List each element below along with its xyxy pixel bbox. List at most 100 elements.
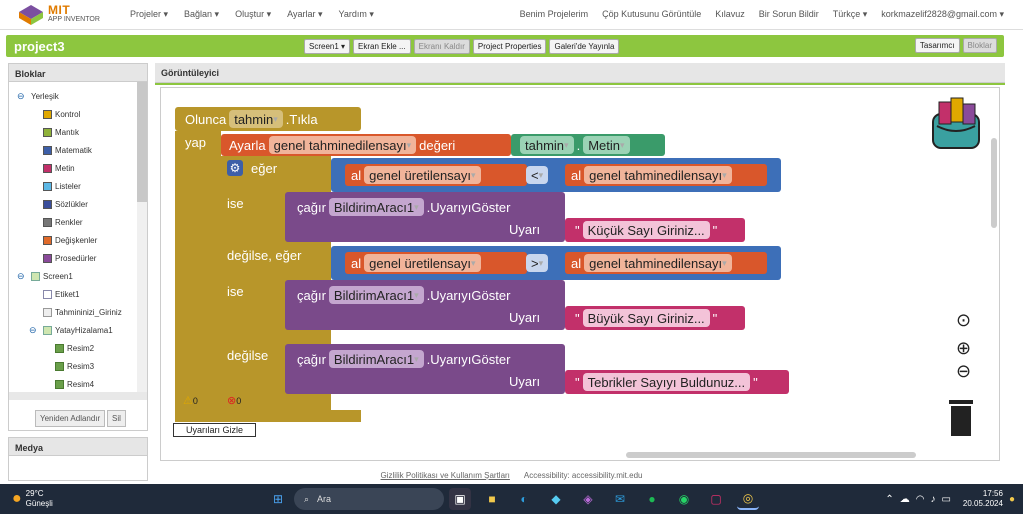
tree-screen1[interactable]: Screen1 [43, 271, 73, 281]
zoom-out-icon[interactable]: ⊖ [956, 361, 972, 381]
get-generated-dropdown[interactable]: genel üretilensayı [364, 254, 481, 272]
volume-icon[interactable]: ♪ [930, 493, 936, 505]
get-guessed-dropdown[interactable]: genel tahminedilensayı [584, 254, 732, 272]
windows-start-icon[interactable]: ⊞ [272, 492, 284, 506]
instagram-icon[interactable]: ▢ [710, 492, 722, 506]
privacy-link[interactable]: Gizlilik Politikası ve Kullanım Şartları [380, 470, 510, 480]
task-view-icon[interactable]: ▣ [449, 488, 471, 510]
get-generated-block-2[interactable]: al genel üretilensayı [345, 252, 527, 274]
category-colors[interactable]: Renkler [55, 217, 83, 227]
copilot-icon[interactable]: ◈ [583, 492, 593, 506]
get-generated-block-1[interactable]: al genel üretilensayı [345, 164, 527, 186]
blocks-button[interactable]: Bloklar [962, 38, 997, 53]
battery-icon[interactable]: ▭ [941, 493, 951, 505]
tree-etiket1[interactable]: Etiket1 [55, 289, 80, 299]
menu-projects[interactable]: Projeler ▾ [130, 9, 169, 19]
builtin-group[interactable]: Yerleşik [31, 91, 59, 101]
text-value-3[interactable]: Tebrikler Sayıyı Buldunuz... [582, 373, 751, 391]
report-issue-link[interactable]: Bir Sorun Bildir [758, 9, 819, 19]
category-variables[interactable]: Değişkenler [55, 235, 98, 245]
language-select[interactable]: Türkçe ▾ [832, 9, 868, 19]
tree-scrollbar[interactable] [137, 82, 147, 202]
project-properties-button[interactable]: Project Properties [472, 38, 547, 54]
category-procedures[interactable]: Prosedürler [55, 253, 97, 263]
tray-chevron-icon[interactable]: ⌃ [885, 493, 894, 505]
tree-horizontal-arrangement[interactable]: YatayHizalama1 [55, 325, 113, 335]
menu-help[interactable]: Yardım ▾ [338, 9, 374, 19]
rename-button[interactable]: Yeniden Adlandır [35, 410, 106, 427]
center-target-icon[interactable]: ⊙ [956, 310, 972, 330]
my-projects-link[interactable]: Benim Projelerim [519, 9, 589, 19]
trash-icon[interactable] [948, 399, 974, 440]
zoom-in-icon[interactable]: ⊕ [956, 338, 972, 358]
spotify-icon[interactable]: ● [648, 492, 656, 506]
notification-icon[interactable]: ● [1008, 493, 1015, 505]
text-value-1[interactable]: Küçük Sayı Giriniz... [582, 221, 710, 239]
workspace-hscrollbar[interactable] [626, 452, 916, 458]
get-guessed-block-1[interactable]: al genel tahminedilensayı [565, 164, 767, 186]
event-component-dropdown[interactable]: tahmin [229, 110, 283, 128]
category-text[interactable]: Metin [55, 163, 75, 173]
lt-operator-dropdown[interactable]: < [526, 166, 549, 184]
category-dictionaries[interactable]: Sözlükler [55, 199, 88, 209]
gear-icon[interactable]: ⚙ [227, 160, 243, 176]
collapse-icon[interactable]: ⊖ [17, 90, 25, 101]
category-math[interactable]: Matematik [55, 145, 92, 155]
app-icon[interactable]: ◆ [551, 492, 561, 506]
text-block-1[interactable]: "Küçük Sayı Giriniz..." [565, 218, 745, 242]
text-value-2[interactable]: Büyük Sayı Giriniz... [582, 309, 710, 327]
set-var-dropdown[interactable]: genel tahminedilensayı [268, 136, 417, 154]
menu-connect[interactable]: Bağlan ▾ [184, 9, 220, 19]
wifi-icon[interactable]: ◠ [915, 493, 925, 505]
text-block-3[interactable]: "Tebrikler Sayıyı Buldunuz..." [565, 370, 789, 394]
tree-resim2[interactable]: Resim2 [67, 343, 95, 353]
add-screen-button[interactable]: Ekran Ekle ... [353, 38, 411, 54]
workspace-vscrollbar[interactable] [991, 138, 997, 228]
error-indicator[interactable]: ⊗0 [227, 394, 241, 407]
remove-screen-button[interactable]: Ekranı Kaldır [413, 38, 470, 54]
backpack-icon[interactable] [927, 96, 985, 155]
gt-operator-dropdown[interactable]: > [526, 254, 549, 272]
menu-build[interactable]: Oluştur ▾ [235, 9, 272, 19]
blocks-workspace[interactable]: Olunca tahmin .Tıkla yap Ayarla genel ta… [160, 87, 1000, 461]
screen-select[interactable]: Screen1 ▾ [304, 38, 351, 54]
edge-icon[interactable]: ◐ [520, 492, 528, 506]
tree-resim3[interactable]: Resim3 [67, 361, 95, 371]
tree-textbox[interactable]: Tahmininizi_Giriniz [55, 307, 122, 317]
mail-icon[interactable]: ✉ [614, 492, 626, 506]
tree-hscrollbar[interactable] [9, 392, 147, 400]
publish-gallery-button[interactable]: Galeri'de Yayınla [549, 38, 620, 54]
accessibility-link[interactable]: Accessibility: accessibility.mit.edu [523, 470, 643, 480]
getter-prop-dropdown[interactable]: Metin [583, 136, 630, 154]
warning-indicator[interactable]: ⚠0 [183, 394, 198, 407]
designer-button[interactable]: Tasarımcı [914, 38, 960, 53]
taskbar-search[interactable]: ⌕Ara [294, 488, 444, 510]
notifier-dropdown[interactable]: BildirimAracı1 [328, 198, 424, 216]
file-explorer-icon[interactable]: ■ [488, 492, 496, 506]
whatsapp-icon[interactable]: ◉ [678, 492, 690, 506]
set-block[interactable]: Ayarla genel tahminedilensayı değeri [221, 134, 511, 156]
hide-warnings-button[interactable]: Uyarıları Gizle [173, 423, 257, 437]
account-menu[interactable]: korkmazelif2828@gmail.com ▾ [881, 9, 1004, 19]
text-block-2[interactable]: "Büyük Sayı Giriniz..." [565, 306, 745, 330]
chrome-icon[interactable]: ◎ [737, 488, 759, 510]
category-lists[interactable]: Listeler [55, 181, 81, 191]
component-getter-block[interactable]: tahmin . Metin [511, 134, 665, 156]
notifier-dropdown[interactable]: BildirimAracı1 [328, 350, 424, 368]
view-trash-link[interactable]: Çöp Kutusunu Görüntüle [602, 9, 702, 19]
delete-button[interactable]: Sil [107, 410, 126, 427]
category-control[interactable]: Kontrol [55, 109, 81, 119]
app-inventor-logo[interactable]: MIT APP INVENTOR [18, 4, 116, 26]
collapse-icon[interactable]: ⊖ [17, 270, 25, 281]
tree-resim4[interactable]: Resim4 [67, 379, 95, 389]
get-guessed-dropdown[interactable]: genel tahminedilensayı [584, 166, 732, 184]
menu-settings[interactable]: Ayarlar ▾ [287, 9, 323, 19]
category-logic[interactable]: Mantık [55, 127, 80, 137]
notifier-dropdown[interactable]: BildirimAracı1 [328, 286, 424, 304]
collapse-icon[interactable]: ⊖ [29, 324, 37, 335]
get-guessed-block-2[interactable]: al genel tahminedilensayı [565, 252, 767, 274]
